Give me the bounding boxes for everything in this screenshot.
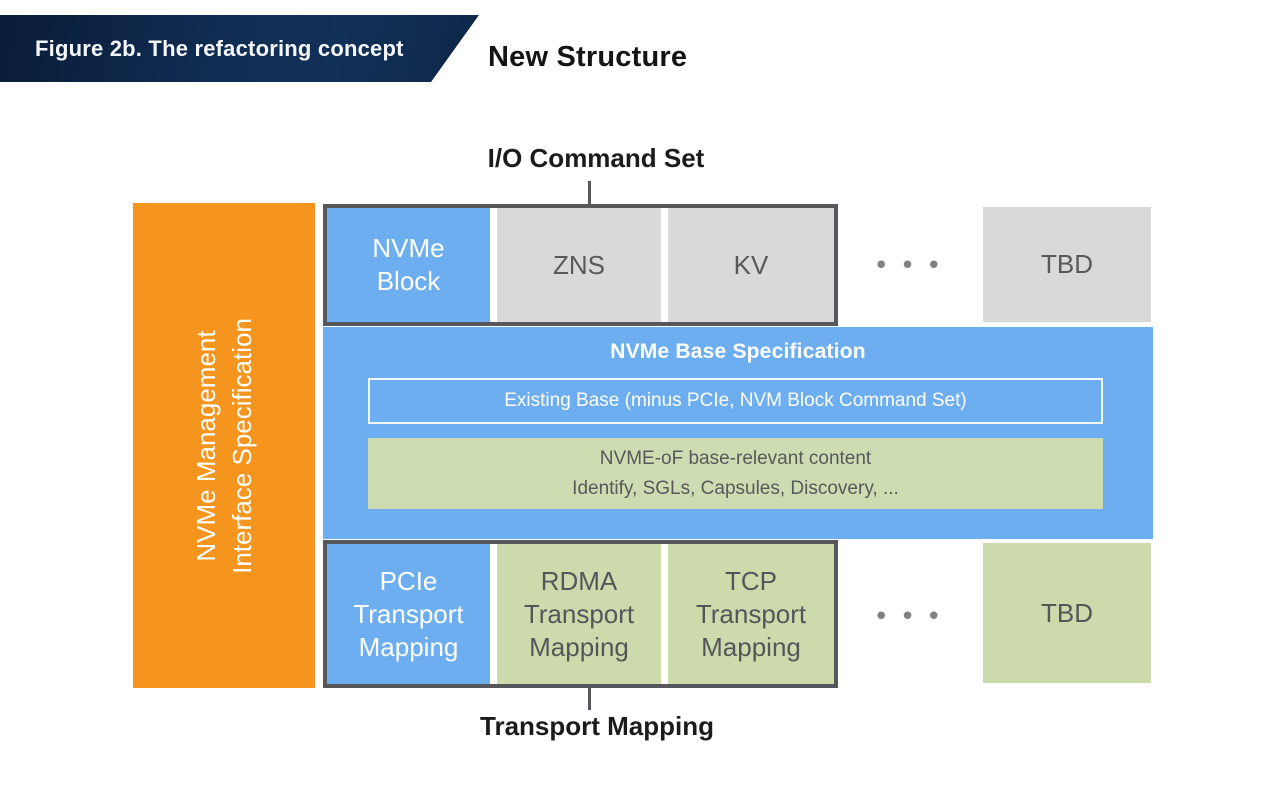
cell-zns: ZNS (497, 208, 661, 322)
io-connector-line (588, 181, 591, 204)
base-spec-title: NVMe Base Specification (610, 340, 866, 363)
nvmeof-line1: NVME-oF base-relevant content (599, 447, 872, 469)
figure-label: Figure 2b. The refactoring concept (35, 35, 404, 61)
cell-rdma-transport: RDMA Transport Mapping (497, 544, 661, 684)
figure-label-banner: Figure 2b. The refactoring concept (0, 15, 479, 82)
tbd-top-box: TBD (983, 207, 1151, 322)
existing-base-box: Existing Base (minus PCIe, NVM Block Com… (368, 378, 1103, 424)
transport-mapping-row: PCIe Transport Mapping RDMA Transport Ma… (323, 540, 838, 688)
transport-connector-line (588, 687, 591, 710)
cell-tcp-transport: TCP Transport Mapping (668, 544, 834, 684)
ellipsis-bottom: ••• (873, 602, 953, 632)
transport-mapping-label: Transport Mapping (480, 711, 714, 741)
io-command-set-row: NVMe Block ZNS KV (323, 204, 838, 326)
io-command-set-label: I/O Command Set (487, 143, 705, 173)
nvmeof-line2: Identify, SGLs, Capsules, Discovery, ... (572, 477, 899, 499)
tbd-bottom-box: TBD (983, 543, 1151, 683)
page-title: New Structure (488, 41, 688, 73)
nvme-management-interface-block: NVMe Management Interface Specification (133, 203, 315, 688)
ellipsis-top: ••• (873, 251, 953, 281)
nvme-management-interface-label: NVMe Management Interface Specification (191, 317, 257, 574)
cell-nvme-block: NVMe Block (327, 208, 490, 322)
nvmeof-content-box: NVME-oF base-relevant content Identify, … (368, 438, 1103, 509)
nvme-base-spec-band: NVMe Base Specification Existing Base (m… (323, 327, 1153, 539)
cell-kv: KV (668, 208, 834, 322)
cell-pcie-transport: PCIe Transport Mapping (327, 544, 490, 684)
